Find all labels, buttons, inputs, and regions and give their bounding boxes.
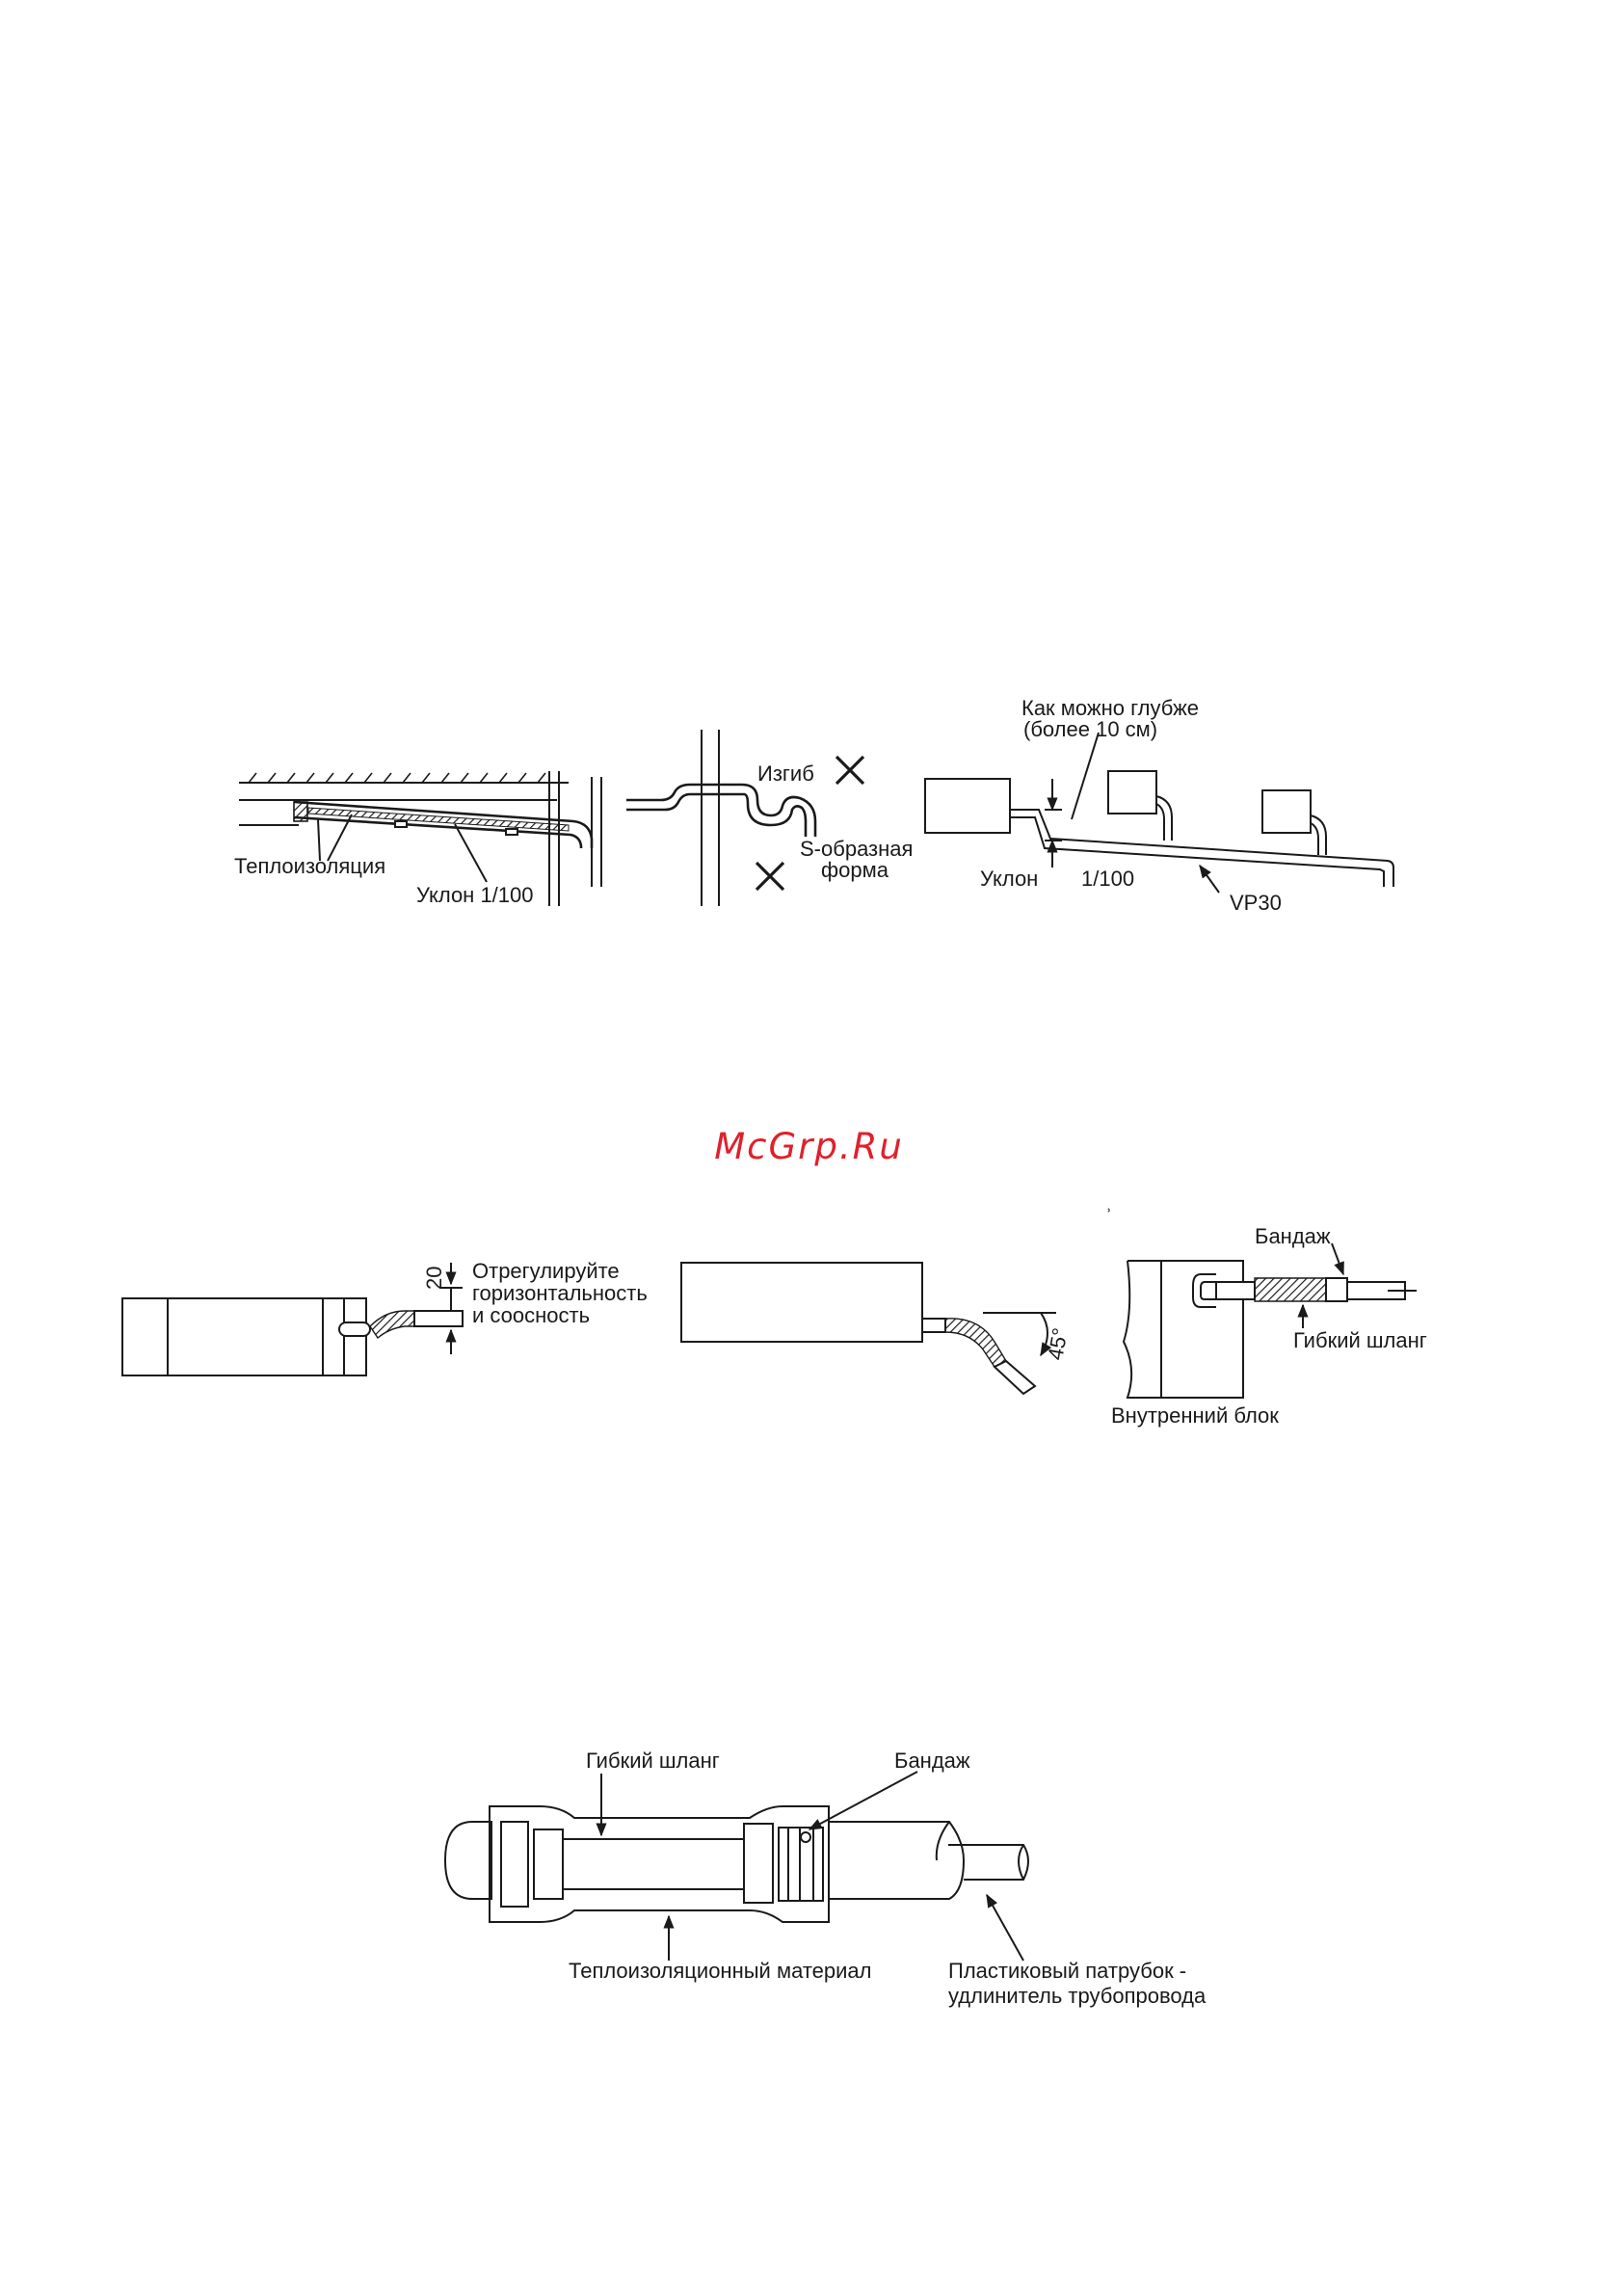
unit-body xyxy=(122,1298,366,1375)
joint-hose-label: Гибкий шланг xyxy=(586,1749,720,1773)
adjust-note-line2: горизонтальность xyxy=(472,1281,648,1305)
unit-label: Внутренний блок xyxy=(1111,1403,1279,1428)
slope-insulation-figure: Теплоизоляция Уклон 1/100 xyxy=(234,771,601,907)
indoor-hose-figure: ʾ Бандаж Гибкий шланг Внутренний блок xyxy=(1105,1205,1427,1428)
cross-icon xyxy=(836,757,863,784)
joint-insulation-label: Теплоизоляционный материал xyxy=(569,1959,871,1983)
adjust-note-line3: и соосность xyxy=(472,1303,590,1327)
insulation-label: Теплоизоляция xyxy=(234,854,385,878)
adjust-note-line1: Отрегулируйте xyxy=(472,1259,620,1283)
adjust-alignment-figure: 20 Отрегулируйте горизонтальность и соос… xyxy=(122,1259,648,1375)
tick-mark: ʾ xyxy=(1105,1205,1112,1229)
angle-label: 45° xyxy=(1043,1326,1072,1362)
slope-label: Уклон 1/100 xyxy=(416,883,534,907)
s-shape-label-line2: форма xyxy=(821,858,889,882)
watermark-text: McGrp.Ru xyxy=(0,1126,1618,1167)
angle-45-figure: 45° xyxy=(681,1263,1073,1394)
slope-word: Уклон xyxy=(980,867,1038,891)
joint-pipe-label-line1: Пластиковый патрубок - xyxy=(948,1959,1186,1983)
dimension-20: 20 xyxy=(422,1267,446,1290)
indoor-unit-box xyxy=(925,779,1010,833)
hose-joint-figure: Гибкий шланг Бандаж Теплоизоляционный ма… xyxy=(445,1749,1207,2008)
pipe-label: VP30 xyxy=(1230,891,1282,915)
joint-band-label: Бандаж xyxy=(894,1749,970,1773)
slope-value: 1/100 xyxy=(1081,867,1134,891)
bend-label: Изгиб xyxy=(757,761,814,786)
depth-note-line2: (более 10 см) xyxy=(1023,717,1157,741)
bend-figure: Изгиб S-образная форма xyxy=(626,730,913,906)
hose-label: Гибкий шланг xyxy=(1293,1328,1427,1352)
unit-body xyxy=(681,1263,922,1342)
band-label: Бандаж xyxy=(1255,1224,1331,1248)
joint-pipe-label-line2: удлинитель трубопровода xyxy=(948,1984,1207,2008)
ceiling-hatch xyxy=(249,773,545,783)
cross-icon xyxy=(756,863,783,890)
depth-slope-figure: Как можно глубже (более 10 см) Уклон 1/1… xyxy=(925,696,1393,915)
